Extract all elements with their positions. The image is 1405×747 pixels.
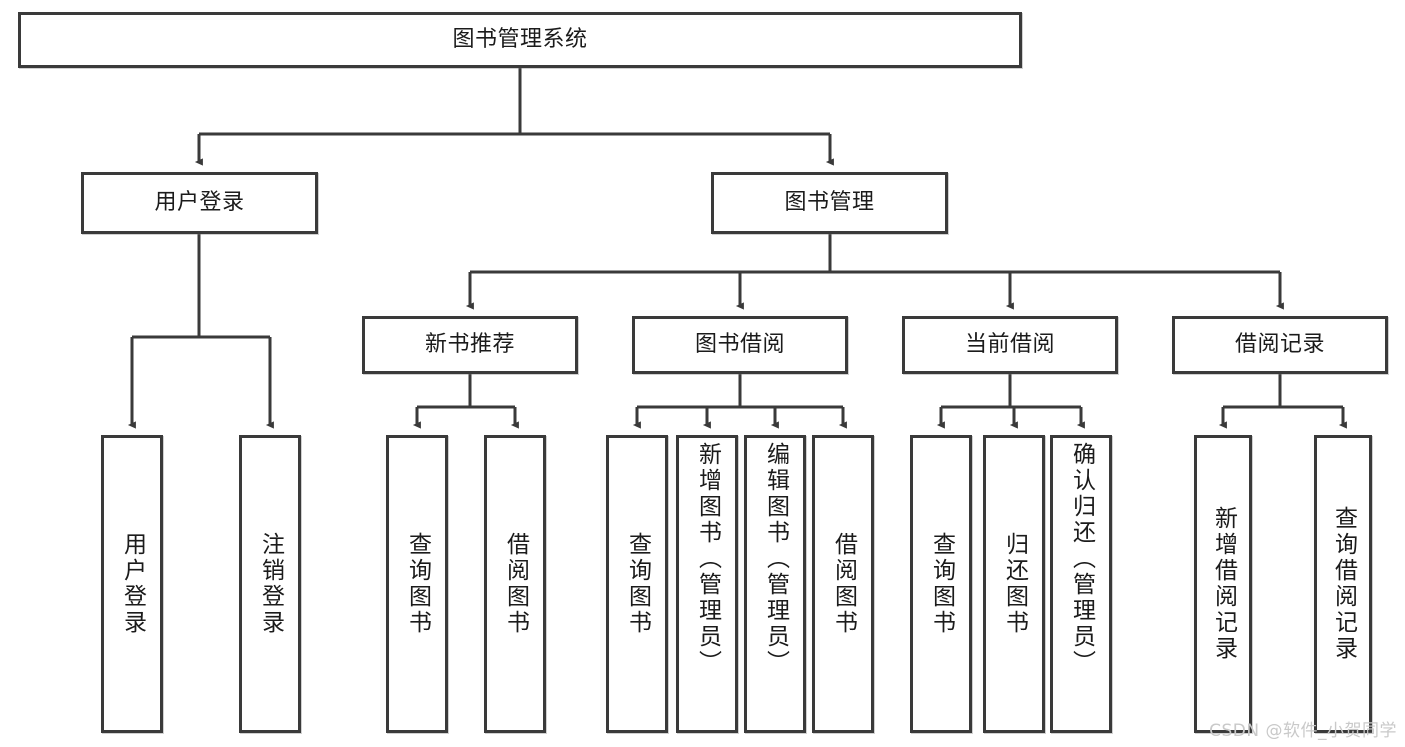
csdn-watermark: CSDN @软件_小贺同学 <box>1209 721 1397 741</box>
node-leaf-rec-add-record[interactable]: 新增借阅记录 <box>1194 435 1252 733</box>
node-leaf-cur-confirm-return[interactable]: 确认归还（管理员） <box>1050 435 1112 733</box>
node-book-borrow-label: 图书借阅 <box>694 332 785 358</box>
node-leaf-rec-query-record-label: 查询借阅记录 <box>1330 506 1357 662</box>
node-leaf-user-logout[interactable]: 注销登录 <box>239 435 301 733</box>
node-leaf-borrow-query-book[interactable]: 查询图书 <box>606 435 668 733</box>
node-leaf-borrow-edit-book-label: 编辑图书（管理员） <box>762 442 789 676</box>
node-new-book-rec[interactable]: 新书推荐 <box>362 316 578 374</box>
node-leaf-borrow-add-book[interactable]: 新增图书（管理员） <box>676 435 738 733</box>
node-root-label: 图书管理系统 <box>452 27 588 53</box>
node-leaf-rec-borrow-book[interactable]: 借阅图书 <box>484 435 546 733</box>
node-current-borrow[interactable]: 当前借阅 <box>902 316 1118 374</box>
node-leaf-cur-return-book-label: 归还图书 <box>1001 532 1028 636</box>
node-leaf-rec-query-record[interactable]: 查询借阅记录 <box>1314 435 1372 733</box>
node-new-book-rec-label: 新书推荐 <box>424 332 515 358</box>
node-leaf-user-logout-label: 注销登录 <box>257 532 284 636</box>
node-book-borrow[interactable]: 图书借阅 <box>632 316 848 374</box>
node-leaf-borrow-query-book-label: 查询图书 <box>624 532 651 636</box>
node-leaf-borrow-borrow-book[interactable]: 借阅图书 <box>812 435 874 733</box>
node-leaf-cur-return-book[interactable]: 归还图书 <box>983 435 1045 733</box>
node-leaf-user-login-label: 用户登录 <box>119 532 146 636</box>
node-leaf-borrow-edit-book[interactable]: 编辑图书（管理员） <box>744 435 806 733</box>
node-leaf-rec-add-record-label: 新增借阅记录 <box>1210 506 1237 662</box>
node-leaf-rec-borrow-book-label: 借阅图书 <box>502 532 529 636</box>
node-leaf-cur-confirm-return-label: 确认归还（管理员） <box>1068 442 1095 676</box>
node-borrow-record[interactable]: 借阅记录 <box>1172 316 1388 374</box>
node-leaf-cur-query-book-label: 查询图书 <box>928 532 955 636</box>
node-leaf-cur-query-book[interactable]: 查询图书 <box>910 435 972 733</box>
node-leaf-user-login[interactable]: 用户登录 <box>101 435 163 733</box>
node-leaf-borrow-add-book-label: 新增图书（管理员） <box>694 442 721 676</box>
node-root[interactable]: 图书管理系统 <box>18 12 1022 68</box>
node-leaf-rec-query-book-label: 查询图书 <box>404 532 431 636</box>
node-user-login-label: 用户登录 <box>154 190 245 216</box>
node-book-manage-label: 图书管理 <box>784 190 875 216</box>
node-borrow-record-label: 借阅记录 <box>1234 332 1325 358</box>
node-book-manage[interactable]: 图书管理 <box>711 172 948 234</box>
node-leaf-rec-query-book[interactable]: 查询图书 <box>386 435 448 733</box>
node-current-borrow-label: 当前借阅 <box>964 332 1055 358</box>
node-leaf-borrow-borrow-book-label: 借阅图书 <box>830 532 857 636</box>
node-user-login[interactable]: 用户登录 <box>81 172 318 234</box>
